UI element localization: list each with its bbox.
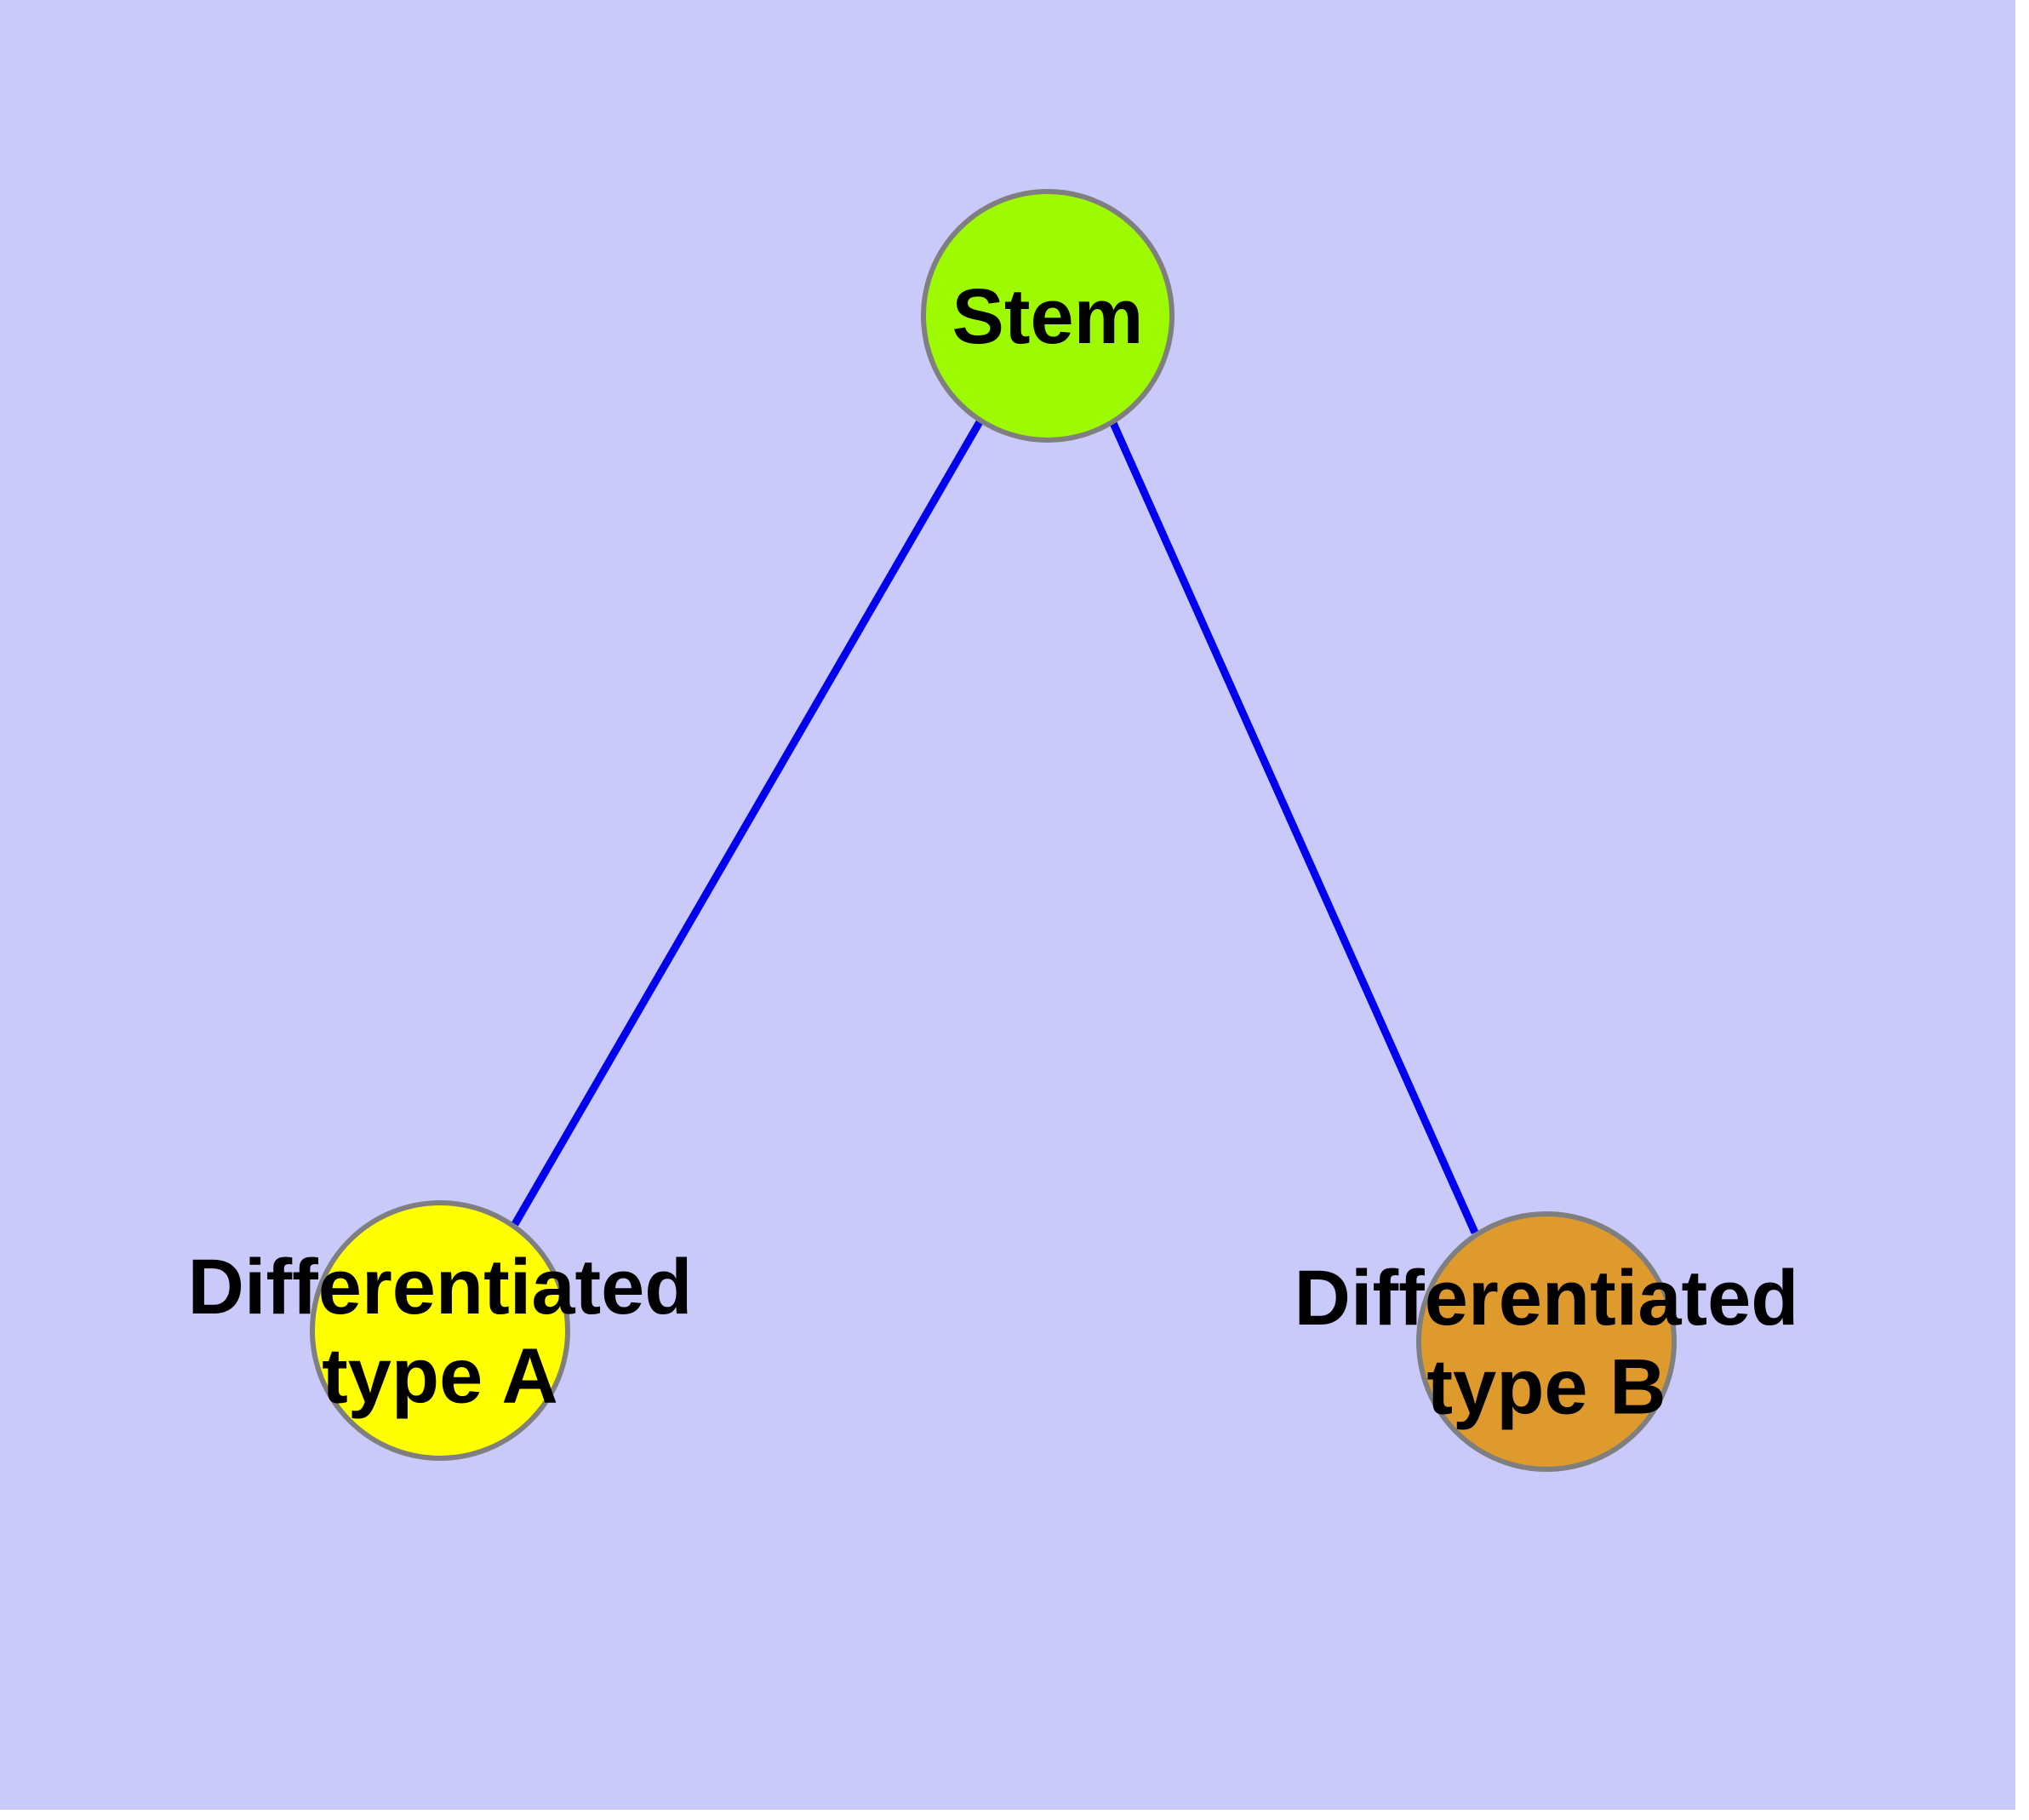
edge-stem-to-differentiated-type-b[interactable] <box>1109 421 1479 1234</box>
node-stem-label-line-1: Stem <box>952 273 1144 360</box>
node-layer: Stem Differentiated type A Differentiate… <box>188 189 1799 1472</box>
node-differentiated-type-b-label-line-2: type B <box>1426 1344 1666 1431</box>
node-stem-circle[interactable] <box>921 189 1175 443</box>
node-differentiated-type-a-label-line-1: Differentiated <box>188 1244 693 1331</box>
node-differentiated-type-a[interactable]: Differentiated type A <box>188 1200 693 1461</box>
node-differentiated-type-b-circle[interactable] <box>1416 1211 1677 1472</box>
node-differentiated-type-a-circle[interactable] <box>310 1200 570 1461</box>
node-differentiated-type-b-label-line-1: Differentiated <box>1295 1255 1799 1342</box>
edge-stem-to-differentiated-type-a[interactable] <box>512 418 984 1227</box>
node-differentiated-type-a-label-line-2: type A <box>322 1333 558 1420</box>
node-differentiated-type-b[interactable]: Differentiated type B <box>1295 1211 1799 1472</box>
node-stem[interactable]: Stem <box>921 189 1175 443</box>
edge-layer <box>512 418 1479 1234</box>
